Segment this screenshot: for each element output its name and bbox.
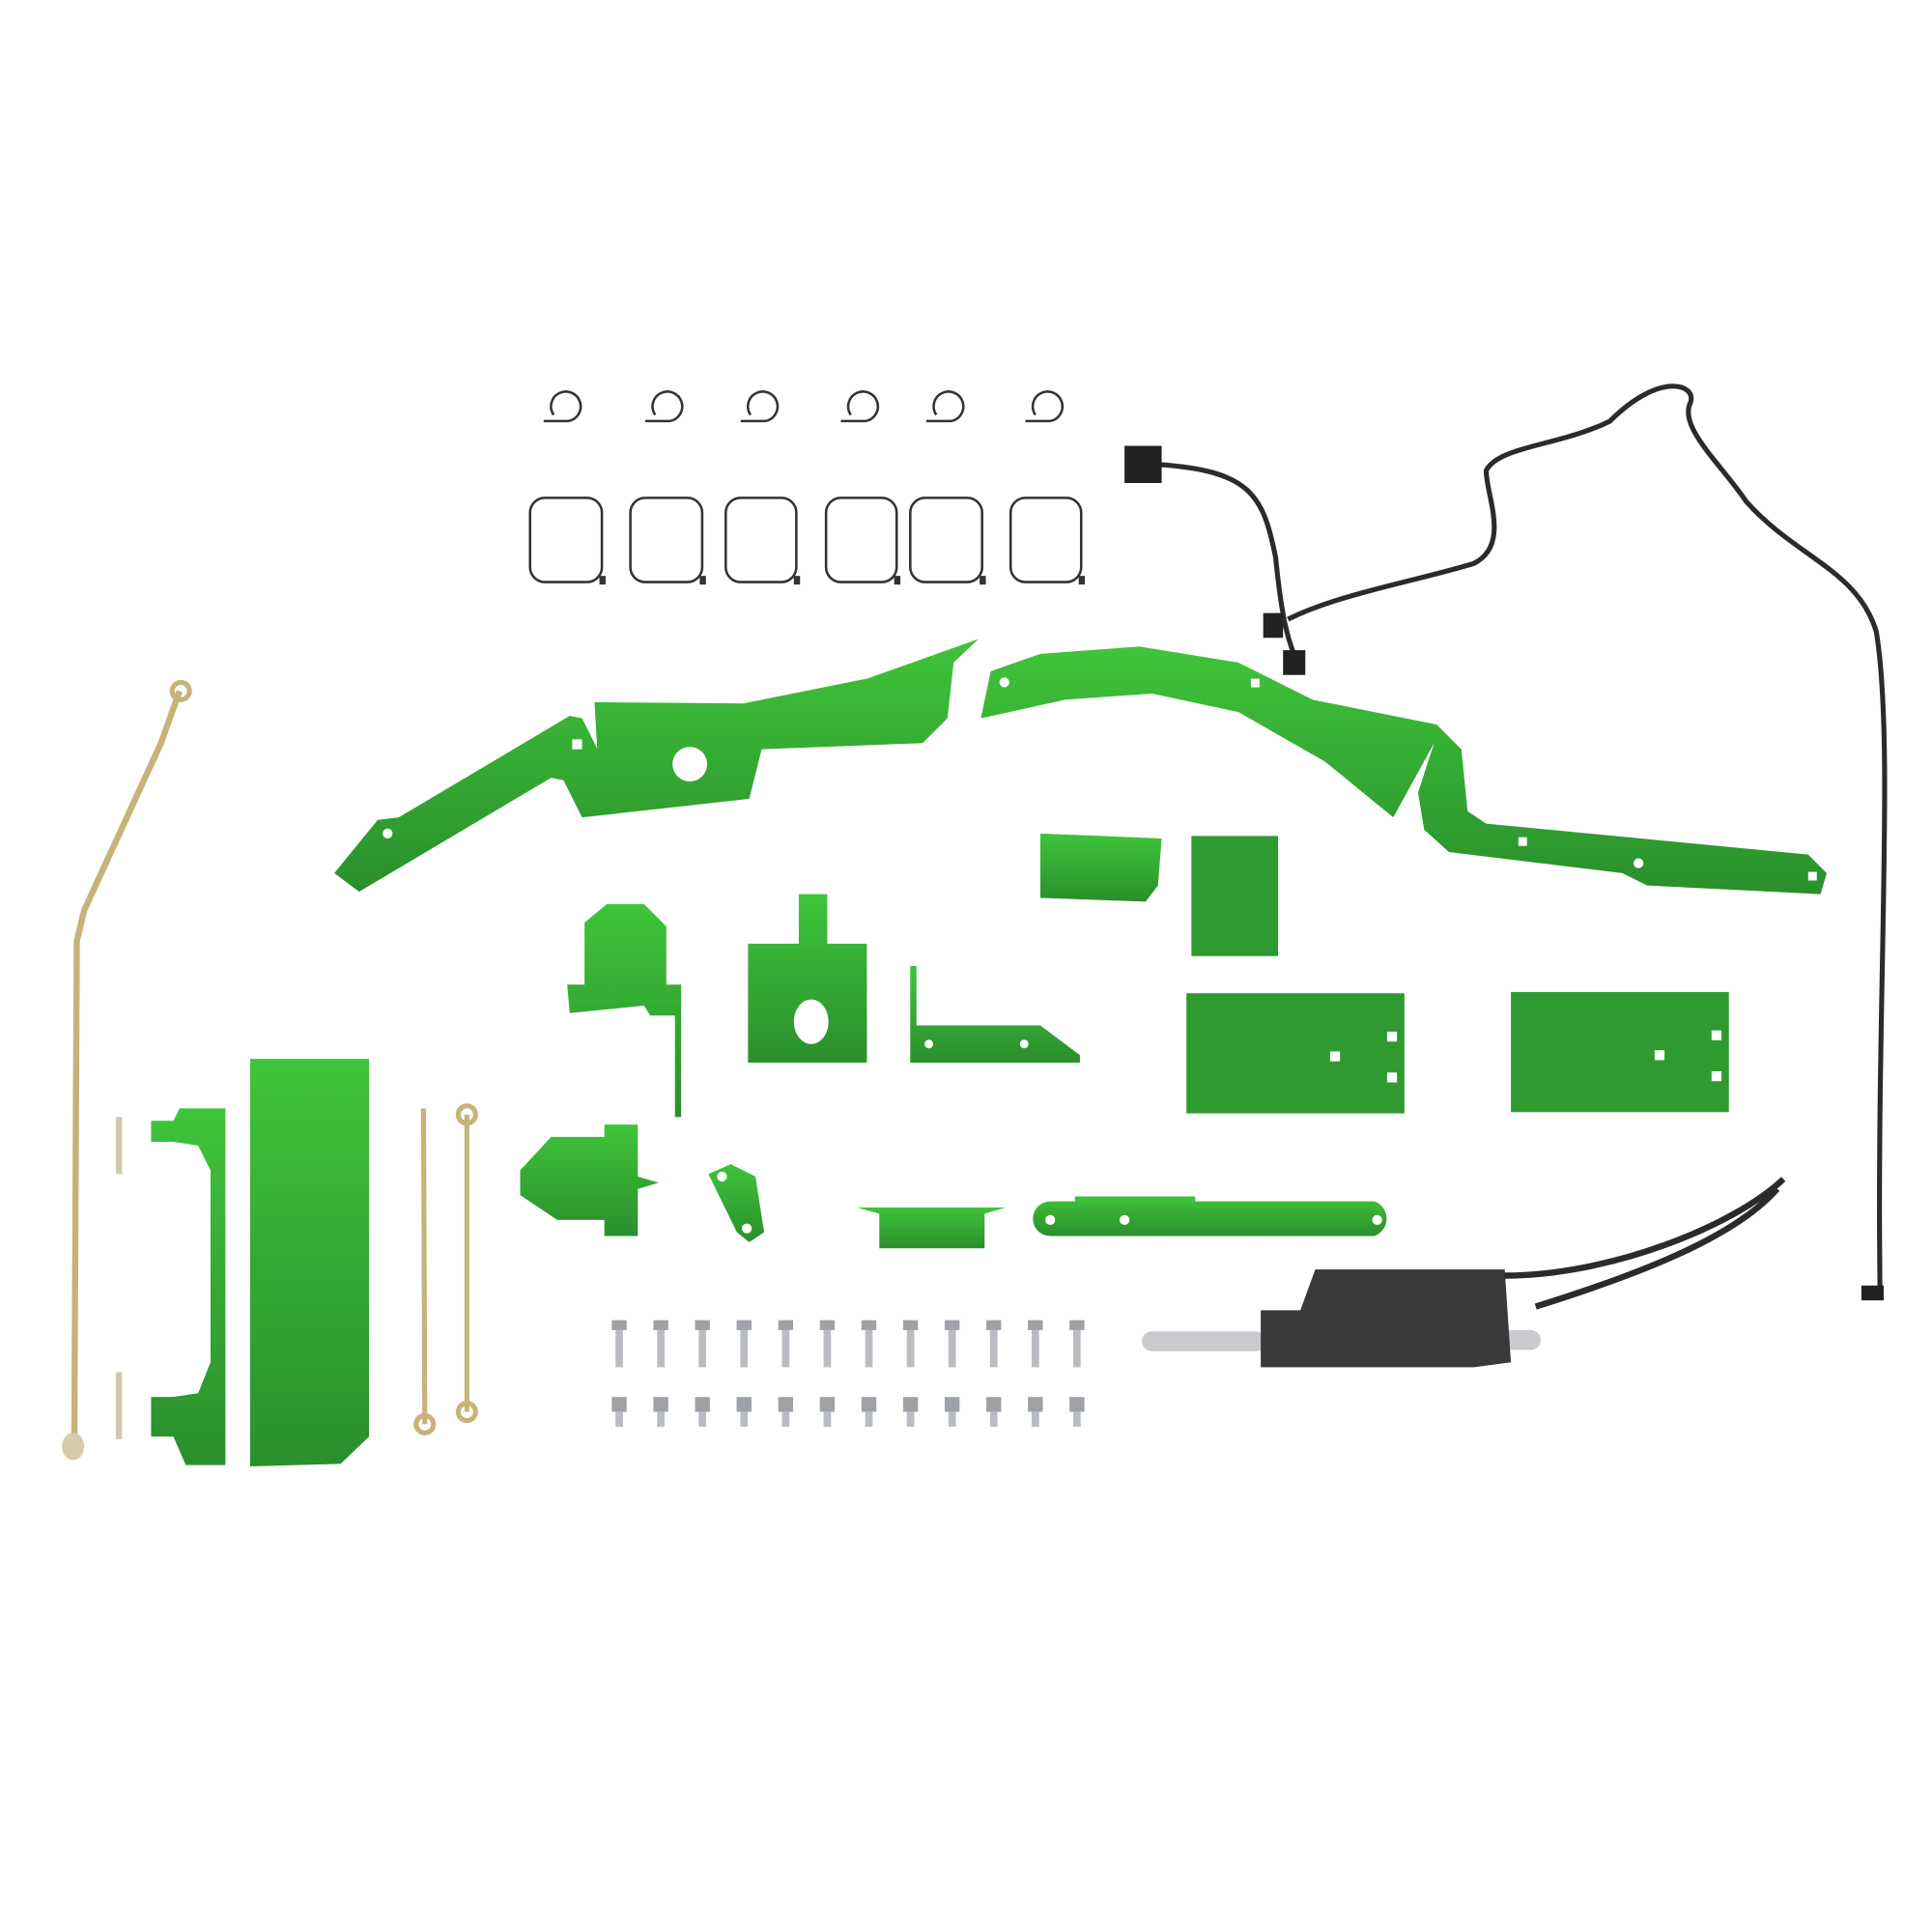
wire-connector xyxy=(1124,445,1162,483)
bolt-icon xyxy=(736,1320,752,1368)
shield-panel xyxy=(249,1059,370,1466)
shift-rod xyxy=(71,690,183,1443)
nut-icon xyxy=(1069,1397,1085,1427)
nut-icon xyxy=(778,1397,794,1427)
hair-pin-clip-icon xyxy=(740,390,780,423)
hair-pin-clip-icon xyxy=(840,390,880,423)
hair-pin-clip-icon xyxy=(644,390,684,423)
mounting-plate-right xyxy=(1511,991,1729,1113)
bolt-icon xyxy=(902,1320,919,1368)
channel-bracket xyxy=(857,1208,1007,1249)
l-bracket xyxy=(910,966,1080,1063)
bolt-icon xyxy=(819,1320,836,1368)
square-clip-icon xyxy=(724,497,801,585)
nut-icon xyxy=(736,1397,752,1427)
wire-harness xyxy=(1157,384,1888,1289)
bolt-icon xyxy=(944,1320,960,1368)
square-clips xyxy=(528,497,1086,585)
bolt-icon xyxy=(695,1320,710,1368)
link-bar xyxy=(1033,1196,1387,1236)
bolts-and-nuts xyxy=(611,1320,1085,1427)
cam-plate xyxy=(708,1164,765,1242)
bolt-icon xyxy=(1028,1320,1043,1368)
hair-pin-clip-icon xyxy=(1025,390,1065,423)
hair-pin-clips xyxy=(543,390,1065,423)
angle-bracket xyxy=(1039,833,1162,902)
bracket-hole xyxy=(672,747,708,781)
wire-connector xyxy=(1283,650,1306,675)
square-clip-icon xyxy=(824,497,901,585)
square-clip-icon xyxy=(1009,497,1086,585)
wire-connector xyxy=(1263,612,1284,639)
hinge-bracket-lower xyxy=(520,1124,660,1236)
actuator-mount-bracket xyxy=(748,894,867,1063)
flat-plate xyxy=(1191,836,1279,956)
bolt-icon xyxy=(1069,1320,1085,1368)
nut-icon xyxy=(861,1397,877,1427)
tie-rod xyxy=(420,1108,428,1425)
hair-pin-clip-icon xyxy=(925,390,965,423)
bolt-icon xyxy=(778,1320,794,1368)
square-clip-icon xyxy=(909,497,986,585)
actuator-rod xyxy=(1142,1331,1266,1351)
nut-icon xyxy=(986,1397,1002,1427)
bolt-icon xyxy=(986,1320,1002,1368)
bolt-icon xyxy=(861,1320,877,1368)
nut-icon xyxy=(695,1397,710,1427)
linear-actuator xyxy=(1261,1269,1512,1368)
nut-icon xyxy=(819,1397,836,1427)
hair-pin-clip-icon xyxy=(543,390,582,423)
hinge-bracket-upper xyxy=(567,903,682,1118)
bracket-hole xyxy=(383,828,393,838)
nut-icon xyxy=(653,1397,668,1427)
nut-icon xyxy=(1028,1397,1043,1427)
left-arc-bracket xyxy=(334,639,979,893)
nut-icon xyxy=(611,1397,627,1427)
bolt-icon xyxy=(653,1320,668,1368)
nut-icon xyxy=(902,1397,919,1427)
square-clip-icon xyxy=(528,497,606,585)
bracket-slot xyxy=(572,739,582,750)
actuator-cable xyxy=(1504,1177,1786,1310)
mounting-plate-left xyxy=(1186,993,1405,1114)
wire-end-cap xyxy=(1861,1285,1884,1301)
handle-bracket xyxy=(151,1108,226,1465)
nut-icon xyxy=(944,1397,960,1427)
square-clip-icon xyxy=(629,497,706,585)
bolt-icon xyxy=(611,1320,627,1368)
right-arc-bracket xyxy=(980,646,1828,895)
